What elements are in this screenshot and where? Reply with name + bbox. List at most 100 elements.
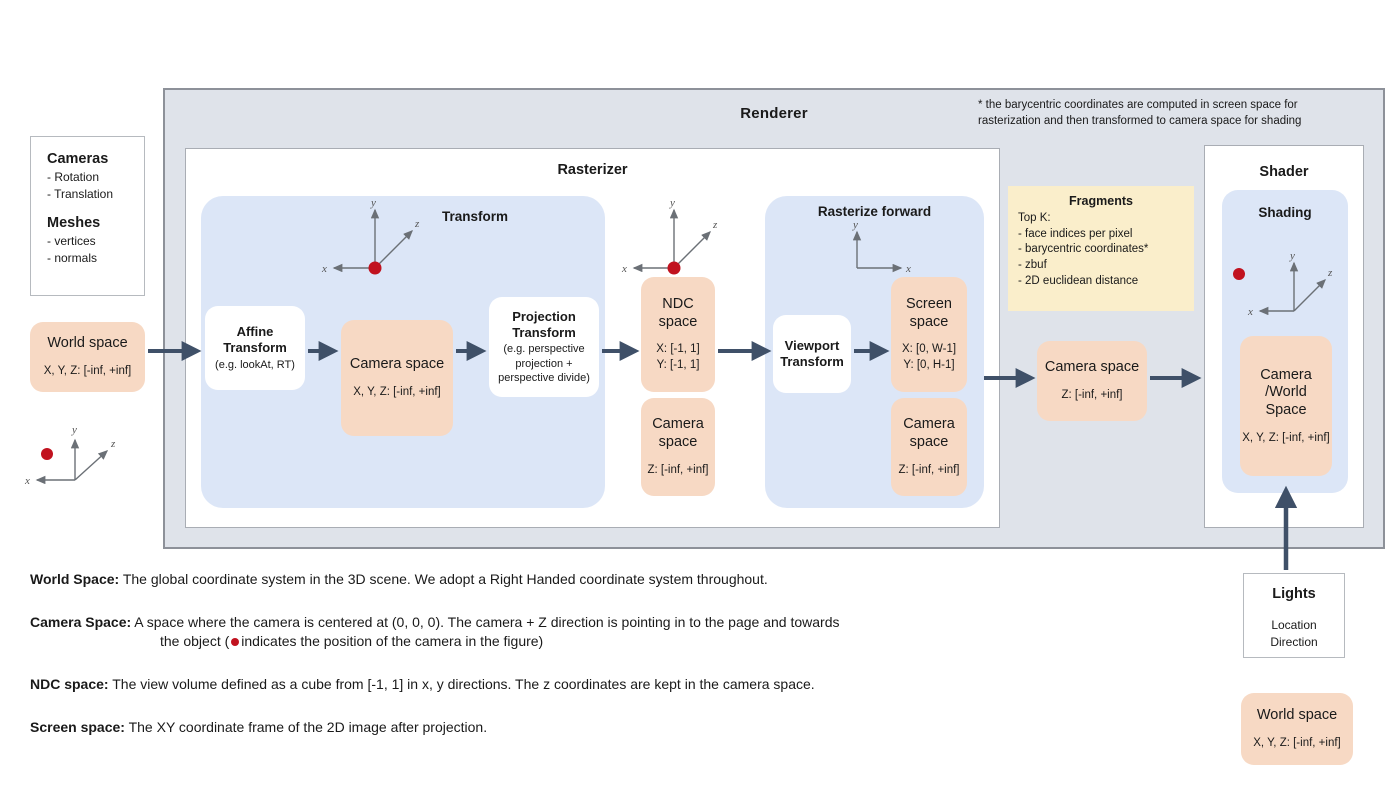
ndc-space-title-2: space: [658, 313, 698, 330]
fragments-item-barycentric: - barycentric coordinates*: [1018, 243, 1149, 256]
legend-text-screen-space: The XY coordinate frame of the 2D image …: [128, 718, 488, 735]
camera-world-space-box: Camera /World Space X, Y, Z: [-inf, +inf…: [1240, 336, 1332, 476]
lights-item-direction: Direction: [1270, 634, 1318, 649]
world-space-title: World space: [47, 335, 128, 352]
screen-space-range-y: Y: [0, H-1]: [903, 359, 955, 372]
screen-space-title-1: Screen: [906, 295, 952, 312]
fragments-title: Fragments: [1069, 194, 1133, 208]
camera-world-title-2: /World: [1265, 384, 1307, 401]
rasterize-forward-title: Rasterize forward: [817, 204, 932, 219]
legend-term-world-space: World Space:: [30, 571, 120, 587]
projection-transform-title-2: Transform: [512, 324, 576, 340]
ndc-axis-gizmo: y x z: [621, 197, 718, 275]
legend: World Space: The global coordinate syste…: [30, 570, 1130, 760]
legend-text-camera-space: A space where the camera is centered at …: [134, 613, 840, 630]
info-box-spacer: [47, 203, 144, 215]
mid-camera-space-box: Camera space Z: [-inf, +inf]: [1037, 341, 1147, 421]
meshes-item-vertices: - vertices: [47, 234, 96, 249]
mid-camera-space-range: Z: [-inf, +inf]: [1061, 388, 1123, 401]
svg-text:x: x: [24, 475, 30, 487]
cameras-heading: Cameras: [47, 151, 109, 167]
fragments-lead: Top K:: [1018, 212, 1051, 224]
projection-transform-sub-1: (e.g. perspective: [503, 343, 585, 356]
legend-term-screen-space: Screen space:: [30, 718, 125, 735]
affine-transform-box: Affine Transform (e.g. lookAt, RT): [205, 306, 305, 390]
svg-text:z: z: [414, 218, 420, 230]
cameras-item-rotation: - Rotation: [47, 170, 100, 184]
camera-dot-icon: [231, 638, 240, 647]
svg-text:x: x: [905, 263, 911, 275]
lights-item-location: Location: [1271, 618, 1317, 632]
legend-camera-space-before: the object (: [160, 632, 230, 649]
lights-world-space-range: X, Y, Z: [-inf, +inf]: [1253, 736, 1341, 749]
svg-text:z: z: [110, 438, 116, 450]
svg-text:x: x: [621, 263, 627, 275]
ndc-space-range-x: X: [-1, 1]: [656, 343, 700, 356]
svg-text:x: x: [1247, 306, 1253, 318]
ndc-space-title-1: NDC: [662, 295, 694, 312]
legend-row-ndc-space: NDC space: The view volume defined as a …: [30, 675, 1130, 694]
legend-camera-space-line2: the object ( indicates the position of th…: [160, 632, 1130, 651]
legend-term-ndc-space: NDC space:: [30, 675, 109, 692]
world-space-box: World space X, Y, Z: [-inf, +inf]: [30, 322, 145, 392]
renderer-title: Renderer: [740, 105, 808, 122]
viewport-transform-title-2: Transform: [780, 354, 844, 369]
svg-text:y: y: [669, 197, 675, 209]
projection-transform-title-1: Projection: [512, 308, 576, 324]
ndc-camera-space-box: Camera space Z: [-inf, +inf]: [641, 398, 715, 496]
screen-space-box: Screen space X: [0, W-1] Y: [0, H-1]: [891, 277, 967, 392]
legend-camera-space-after: indicates the position of the camera in …: [241, 632, 544, 649]
lights-world-space-box: World space X, Y, Z: [-inf, +inf]: [1241, 693, 1353, 765]
world-space-axis-gizmo: y x z: [24, 424, 116, 487]
shader-title: Shader: [1259, 164, 1309, 180]
ndc-space-box: NDC space X: [-1, 1] Y: [-1, 1]: [641, 277, 715, 392]
lights-box: Lights Location Direction: [1243, 573, 1345, 658]
transform-camera-space-title: Camera space: [349, 356, 445, 373]
svg-text:y: y: [852, 219, 858, 231]
fragments-item-zbuf: - zbuf: [1018, 258, 1047, 271]
projection-transform-box: Projection Transform (e.g. perspective p…: [489, 297, 599, 397]
ndc-space-range-y: Y: [-1, 1]: [656, 359, 700, 372]
fragments-box: Fragments Top K: - face indices per pixe…: [1008, 186, 1194, 311]
ndc-camera-space-title-1: Camera: [652, 416, 704, 433]
affine-transform-title-2: Transform: [223, 339, 287, 355]
legend-term-camera-space: Camera Space:: [30, 613, 132, 630]
camera-world-title-3: Space: [1265, 401, 1307, 418]
barycentric-footnote: * the barycentric coordinates are comput…: [978, 99, 1302, 128]
world-space-range: X, Y, Z: [-inf, +inf]: [43, 364, 132, 377]
projection-transform-sub-2: projection +: [515, 357, 573, 370]
affine-transform-title-1: Affine: [236, 323, 274, 339]
rasterizer-title: Rasterizer: [557, 162, 628, 178]
lights-world-space-title: World space: [1256, 707, 1338, 724]
legend-text-world-space: The global coordinate system in the 3D s…: [122, 571, 768, 587]
transform-title: Transform: [441, 209, 509, 224]
viewport-transform-box: Viewport Transform: [773, 315, 851, 393]
camera-world-title-1: Camera: [1260, 366, 1312, 383]
svg-text:y: y: [71, 424, 77, 436]
fragments-item-face-indices: - face indices per pixel: [1018, 227, 1133, 240]
screen-space-axis-gizmo: y x: [852, 219, 911, 275]
rf-camera-space-title-2: space: [909, 434, 949, 451]
svg-text:x: x: [321, 263, 327, 275]
meshes-heading: Meshes: [47, 215, 101, 232]
svg-text:y: y: [1289, 250, 1295, 262]
legend-row-screen-space: Screen space: The XY coordinate frame of…: [30, 718, 1130, 737]
rf-camera-space-range: Z: [-inf, +inf]: [898, 463, 960, 476]
legend-row-camera-space: Camera Space: A space where the camera i…: [30, 613, 1130, 651]
transform-camera-space-range: X, Y, Z: [-inf, +inf]: [353, 385, 441, 398]
meshes-item-normals: - normals: [47, 251, 98, 266]
cameras-item-translation: - Translation: [47, 187, 114, 202]
projection-transform-sub-3: perspective divide): [498, 372, 590, 384]
legend-row-world-space: World Space: The global coordinate syste…: [30, 570, 1130, 589]
viewport-transform-title-1: Viewport: [784, 338, 840, 354]
ndc-camera-space-range: Z: [-inf, +inf]: [647, 463, 709, 476]
shading-axis-gizmo: y x z: [1233, 250, 1333, 318]
transform-camera-space-box: Camera space X, Y, Z: [-inf, +inf]: [341, 320, 453, 436]
camera-world-range: X, Y, Z: [-inf, +inf]: [1242, 431, 1330, 444]
screen-space-title-2: space: [909, 313, 949, 330]
transform-axis-gizmo: y x z: [321, 197, 420, 275]
lights-title: Lights: [1272, 586, 1316, 602]
legend-text-ndc-space: The view volume defined as a cube from […: [112, 675, 815, 692]
screen-space-range-x: X: [0, W-1]: [901, 343, 957, 356]
svg-text:z: z: [1327, 267, 1333, 279]
